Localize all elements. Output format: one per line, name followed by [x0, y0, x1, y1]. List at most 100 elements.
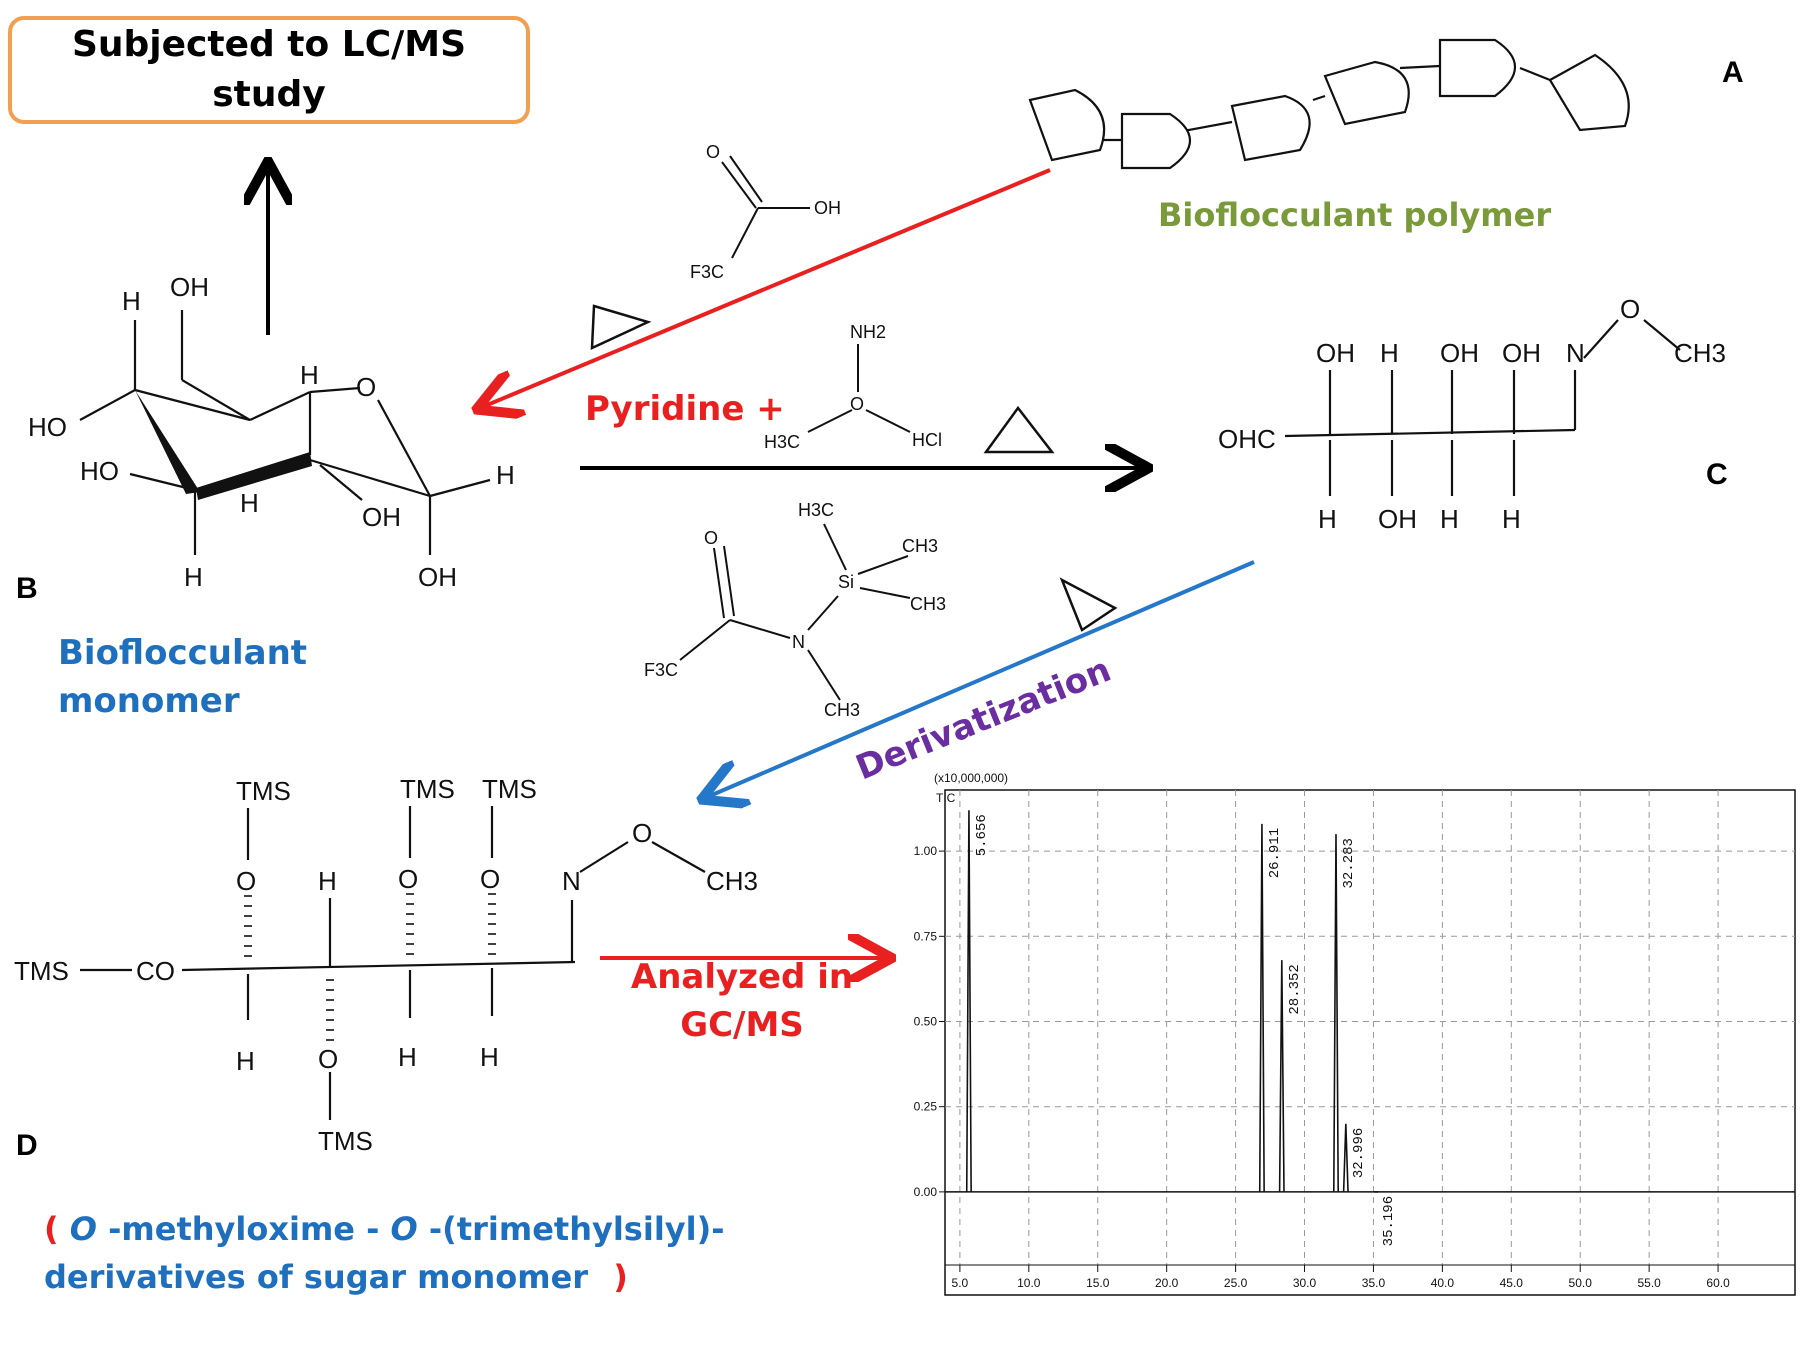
y-tick-label: 0.00: [914, 1185, 938, 1199]
heat-triangle-3: [1059, 577, 1118, 632]
tms-o-bottom: O: [318, 1044, 338, 1074]
y-tick-label: 0.75: [914, 929, 938, 943]
y-tick-label: 1.00: [914, 844, 938, 858]
oxime-oh1: OH: [1316, 338, 1355, 368]
tms-3: TMS: [482, 774, 537, 804]
panel-label-b: B: [16, 572, 38, 605]
ring-h-bottom: H: [184, 562, 203, 592]
ring-h-right: H: [496, 460, 515, 490]
analyzed-line1: Analyzed in: [631, 957, 853, 997]
tms-n: N: [562, 866, 581, 896]
x-tick-label: 5.0: [952, 1276, 969, 1290]
ring-o: O: [356, 372, 376, 402]
oxime-h1: H: [1380, 338, 1399, 368]
ring-ho-mid: HO: [80, 456, 119, 486]
pyridine-label: Pyridine +: [585, 389, 785, 429]
caption-line2: derivatives of sugar monomer ): [44, 1258, 628, 1296]
chromatogram: (x10,000,000) TIC 0.000.250.500.751.00 5…: [914, 771, 1796, 1296]
heat-triangle-1: [590, 304, 652, 351]
x-tick-label: 55.0: [1637, 1276, 1661, 1290]
caption-o1: O: [70, 1210, 97, 1248]
tfa-f3c: F3C: [690, 262, 724, 282]
chromatogram-tic: TIC: [936, 791, 956, 805]
ring-h-c4: H: [300, 360, 319, 390]
x-tick-label: 50.0: [1569, 1276, 1593, 1290]
oxime-ohc: OHC: [1218, 424, 1276, 454]
meo-o: O: [850, 394, 864, 414]
ring-oh-bottom: OH: [362, 502, 401, 532]
reagent-mstfa: [679, 523, 911, 701]
hydrolysis-arrow: [480, 168, 1051, 408]
tms-derivative: [80, 806, 706, 1120]
lcms-line2: study: [212, 74, 326, 115]
tfa-o: O: [706, 142, 720, 162]
sugar-ring: [79, 310, 491, 555]
tms-o1: O: [236, 866, 256, 896]
mstfa-si: Si: [838, 572, 854, 592]
ring-oh-top: OH: [170, 272, 209, 302]
peak-trace: [1332, 834, 1339, 1192]
reagent-methoxyamine: [807, 344, 911, 433]
caption-part2: -(trimethylsilyl)-: [429, 1210, 725, 1248]
x-tick-label: 20.0: [1155, 1276, 1179, 1290]
oxime-oh-b: OH: [1378, 504, 1417, 534]
oxime-o: O: [1620, 294, 1640, 324]
tms-o-me: O: [632, 818, 652, 848]
caption-part1: -methyloxime -: [108, 1210, 379, 1248]
oxime-h-b2: H: [1440, 504, 1459, 534]
x-tick-label: 25.0: [1224, 1276, 1248, 1290]
x-tick-label: 45.0: [1500, 1276, 1524, 1290]
ring-h-mid: H: [240, 488, 259, 518]
y-tick-label: 0.25: [914, 1100, 938, 1114]
x-tick-label: 15.0: [1086, 1276, 1110, 1290]
tms-h3: H: [480, 1042, 499, 1072]
meo-nh2: NH2: [850, 322, 886, 342]
peak-trace: [1278, 960, 1285, 1192]
oxime-n: N: [1566, 338, 1585, 368]
lcms-line1: Subjected to LC/MS: [72, 24, 466, 65]
mstfa-o: O: [704, 528, 718, 548]
oxime-oh3: OH: [1502, 338, 1541, 368]
tms-left: TMS: [14, 956, 69, 986]
meo-h3c: H3C: [764, 432, 800, 452]
oxime-chain: [1284, 319, 1681, 496]
monomer-label-line2: monomer: [58, 681, 240, 721]
polymer-label: Bioflocculant polymer: [1158, 196, 1551, 234]
x-tick-label: 10.0: [1017, 1276, 1041, 1290]
oxime-ch3: CH3: [1674, 338, 1726, 368]
peak-label: 32.283: [1341, 838, 1357, 888]
reagent-tfa: [721, 155, 810, 259]
tms-h-top: H: [318, 866, 337, 896]
mstfa-n: N: [792, 632, 805, 652]
mstfa-ch3-a: CH3: [902, 536, 938, 556]
oxime-h-b1: H: [1318, 504, 1337, 534]
caption-line1: ( O -methyloxime - O -(trimethylsilyl)-: [44, 1210, 725, 1248]
peak-label: 35.196: [1381, 1196, 1397, 1246]
mstfa-ch3-n: CH3: [824, 700, 860, 720]
monomer-label-line1: Bioflocculant: [58, 633, 307, 673]
oxime-oh2: OH: [1440, 338, 1479, 368]
wedge-bottom: [196, 452, 312, 500]
tms-2: TMS: [400, 774, 455, 804]
caption-line2-text: derivatives of sugar monomer: [44, 1258, 588, 1296]
x-tick-label: 35.0: [1362, 1276, 1386, 1290]
peak-trace: [965, 810, 972, 1192]
caption-o2: O: [391, 1210, 418, 1248]
tms-ch3: CH3: [706, 866, 758, 896]
mstfa-ch3-b: CH3: [910, 594, 946, 614]
peak-trace: [1342, 1123, 1349, 1192]
y-tick-label: 0.50: [914, 1015, 938, 1029]
peak-label: 5.656: [974, 814, 990, 856]
x-tick-label: 40.0: [1431, 1276, 1455, 1290]
mstfa-h3c: H3C: [798, 500, 834, 520]
lcms-box: Subjected to LC/MS study: [8, 16, 530, 124]
derivatization-arrow: [705, 560, 1255, 798]
panel-label-a: A: [1722, 56, 1744, 89]
oxime-h-b3: H: [1502, 504, 1521, 534]
chromatogram-frame: [944, 789, 1796, 1296]
tms-1: TMS: [236, 776, 291, 806]
panel-label-c: C: [1706, 458, 1728, 491]
heat-triangle-2: [983, 405, 1055, 454]
